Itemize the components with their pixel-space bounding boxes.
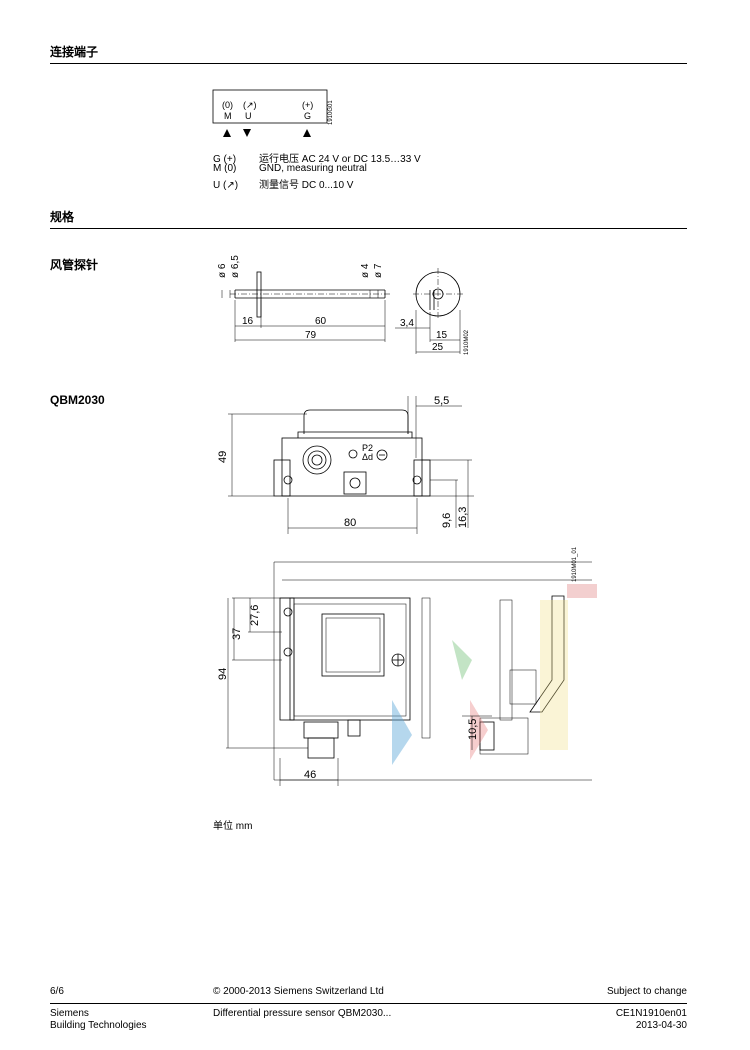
footer-page: 6/6	[50, 986, 64, 997]
terminal-bottom-m: M	[224, 111, 232, 121]
terminal-bottom-g: G	[304, 111, 311, 121]
footer-doc-title: Differential pressure sensor QBM2030...	[213, 1008, 392, 1019]
qbm-front-drawing: 37 27,6 94 10,5 46 1910M01_01	[217, 546, 597, 786]
footer-division: Building Technologies	[50, 1020, 147, 1031]
legend-key: M (0)	[213, 163, 237, 174]
watermark-shape	[567, 584, 597, 598]
dim-label: 49	[217, 451, 229, 463]
dim-label: 9,6	[441, 513, 453, 528]
section-rule	[50, 63, 687, 64]
pressure-nozzle	[302, 445, 332, 475]
footer-company: Siemens	[50, 1008, 89, 1019]
footer-copyright: © 2000-2013 Siemens Switzerland Ltd	[213, 986, 384, 997]
subsection-title-duct-probe: 风管探针	[50, 258, 99, 272]
watermark-shape	[470, 700, 488, 760]
dim-label: ø 6	[217, 263, 228, 278]
watermark-shape	[452, 640, 472, 680]
dim-label: 27,6	[249, 605, 261, 626]
subsection-title-model: QBM2030	[50, 393, 105, 407]
legend-row-g: G (+) 运行电压 AC 24 V or DC 13.5…33 V	[213, 150, 421, 165]
terminal-code: 1910G01	[328, 100, 334, 125]
unit-note: 单位 mm	[213, 821, 253, 832]
mounting-bracket	[529, 595, 565, 713]
terminal-box	[212, 89, 328, 124]
footer-doc-code: CE1N1910en01	[615, 1008, 687, 1019]
legend-key: U (↗)	[213, 180, 239, 191]
legend-row-m: M (0) GND, measuring neutral	[213, 163, 367, 174]
qbm-code: 1910M01_01	[572, 546, 578, 582]
dim-label: 15	[436, 330, 448, 341]
terminal-bottom-u: U	[245, 111, 252, 121]
qbm-housing	[281, 437, 423, 497]
dim-label: 79	[305, 330, 317, 341]
watermark-shape	[392, 700, 412, 765]
dim-label: 80	[344, 517, 356, 529]
qbm-top-drawing: P2 Δd 49 5,5 9,6 16,3 80	[217, 395, 474, 534]
terminal-top-u: (↗)	[243, 100, 257, 110]
arrow-up-icon	[303, 129, 311, 137]
legend-desc: 运行电压 AC 24 V or DC 13.5…33 V	[259, 154, 421, 165]
dim-label: 46	[304, 769, 316, 781]
terminal-diagram: (0) (↗) (+) M U G 1910G01	[212, 89, 334, 137]
dim-label: 10,5	[467, 719, 479, 740]
label-p2: P2	[362, 443, 373, 453]
dim-label: 25	[432, 342, 444, 353]
dim-label: 94	[217, 668, 229, 680]
dim-label: 60	[315, 316, 327, 327]
arrow-up-icon	[223, 129, 231, 137]
footer-rule	[50, 1003, 687, 1004]
probe-code: 1910M02	[464, 329, 470, 355]
dim-label: 3,4	[400, 318, 414, 329]
terminal-top-g: (+)	[302, 100, 313, 110]
section-title-specs: 规格	[50, 210, 75, 224]
dim-label: 16,3	[457, 507, 469, 528]
dim-label: ø 7	[373, 263, 384, 278]
minus-icon	[376, 449, 388, 461]
footer-subject: Subject to change	[606, 986, 687, 997]
section-title-terminals: 连接端子	[50, 45, 99, 59]
dim-label: 16	[242, 316, 254, 327]
section-rule	[50, 228, 687, 229]
legend-row-u: U (↗) 测量信号 DC 0...10 V	[213, 176, 353, 191]
dim-label: ø 4	[360, 263, 371, 278]
label-delta: Δd	[362, 452, 373, 462]
duct-probe-drawing: ø 6 ø 6,5 ø 4 ø 7 16 60 79 3,4 15 25 191…	[217, 255, 470, 355]
dim-label: 37	[231, 628, 243, 640]
probe-flange	[256, 271, 262, 318]
footer-date: 2013-04-30	[635, 1020, 687, 1031]
dim-label: ø 6,5	[230, 255, 241, 278]
legend-desc: 测量信号 DC 0...10 V	[259, 180, 354, 191]
legend-desc: GND, measuring neutral	[259, 163, 367, 174]
terminal-top-m: (0)	[222, 100, 233, 110]
arrow-down-icon	[243, 129, 251, 137]
watermark-shape	[540, 600, 568, 750]
cable-gland	[343, 471, 367, 495]
display-window	[321, 613, 385, 677]
legend-key: G (+)	[213, 154, 237, 165]
dim-label: 5,5	[434, 395, 449, 407]
